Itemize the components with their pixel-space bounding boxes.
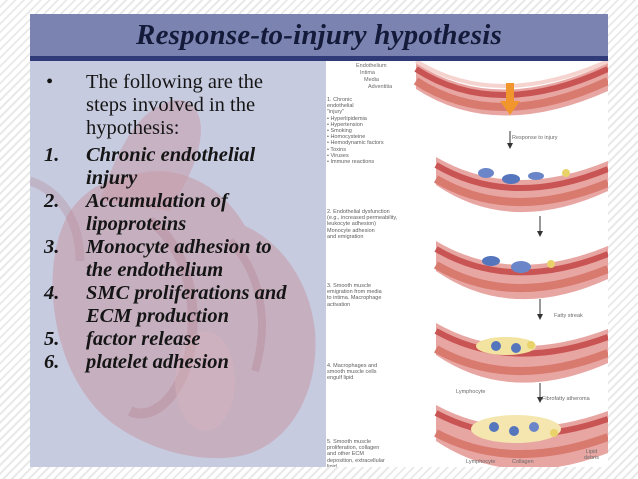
title-bar: Response-to-injury hypothesis [30,14,608,56]
intro-bullet: • The following are the steps involved i… [44,71,326,140]
step-number: 6. [44,351,60,373]
response-label: Response to injury [512,135,558,141]
step-text: the endothelium [86,259,224,281]
vessel-stage-4 [434,323,608,383]
intro-line: The following are the [86,71,264,93]
fatty-streak-label: Fatty streak [554,313,583,319]
steps-list: 1. Chronic endothelial injury 2. Accumul… [44,144,326,374]
diagram-step-label-3: 3. Smooth muscle emigration from media t… [327,283,382,308]
layer-label-endothelium: Endothelium [356,63,387,69]
slide: Response-to-injury hypothesis • The foll… [30,14,608,467]
step-text: injury [86,167,138,189]
title-underline [30,56,608,61]
diagram-step-label-5: 5. Smooth muscle proliferation, collagen… [327,439,385,467]
text-content: • The following are the steps involved i… [44,71,326,374]
step-text: SMC proliferations and [86,282,287,304]
intro-text: The following are the steps involved in … [86,71,263,140]
intro-line: steps involved in the [86,94,256,116]
injury-arrow [500,83,520,115]
vessel-stages-svg [413,61,608,467]
slide-title: Response-to-injury hypothesis [136,18,502,51]
vessel-stage-5 [434,405,608,467]
layer-label-adventitia: Adventitia [368,84,393,90]
diagram-step-label-4: 4. Macrophages and smooth muscle cells e… [327,363,378,382]
step-item: 5. factor release [44,328,326,351]
text-panel: • The following are the steps involved i… [30,61,326,467]
fibrofatty-label: Fibrofatty atheroma [542,396,590,402]
diagram-step-label-2: 2. Endothelial dysfunction (e.g., increa… [327,209,398,240]
bullet-mark: • [46,71,54,93]
step-item: 3. Monocyte adhesion to the endothelium [44,236,326,282]
step-item: 2. Accumulation of lipoproteins [44,190,326,236]
vessel-stage-2 [433,157,608,213]
vessel-stage-3 [433,241,608,300]
step-text: Monocyte adhesion to [86,236,272,258]
step-number: 3. [44,236,60,258]
step-item: 1. Chronic endothelial injury [44,144,326,190]
layer-label-media: Media [364,77,379,83]
vessel-stage-1 [413,61,608,116]
layer-label-intima: Intima [360,70,375,76]
lipid-debris-label: Lipid debris [584,449,599,461]
step-text: ECM production [86,305,229,327]
heart-illustration [30,100,316,459]
step-text: Chronic endothelial [86,144,256,166]
step-number: 4. [44,282,60,304]
step-item: 6. platelet adhesion [44,351,326,374]
collagen-label: Collagen [512,459,534,465]
step-number: 1. [44,144,60,166]
step-number: 5. [44,328,60,350]
intro-line: hypothesis: [86,117,180,139]
lymphocyte-bottom-label: Lymphocyte [466,459,496,465]
step-text: Accumulation of [86,190,228,212]
step-number: 2. [44,190,60,212]
diagram-step-label-1: 1. Chronic endothelial "injury" • Hyperl… [327,97,384,166]
atherosclerosis-diagram: Endothelium Intima Media Adventitia 1. C… [326,61,608,467]
lymphocyte-label: Lymphocyte [456,389,486,395]
step-text: lipoproteins [86,213,187,235]
step-text: factor release [86,328,201,350]
step-item: 4. SMC proliferations and ECM production [44,282,326,328]
step-text: platelet adhesion [86,351,229,373]
